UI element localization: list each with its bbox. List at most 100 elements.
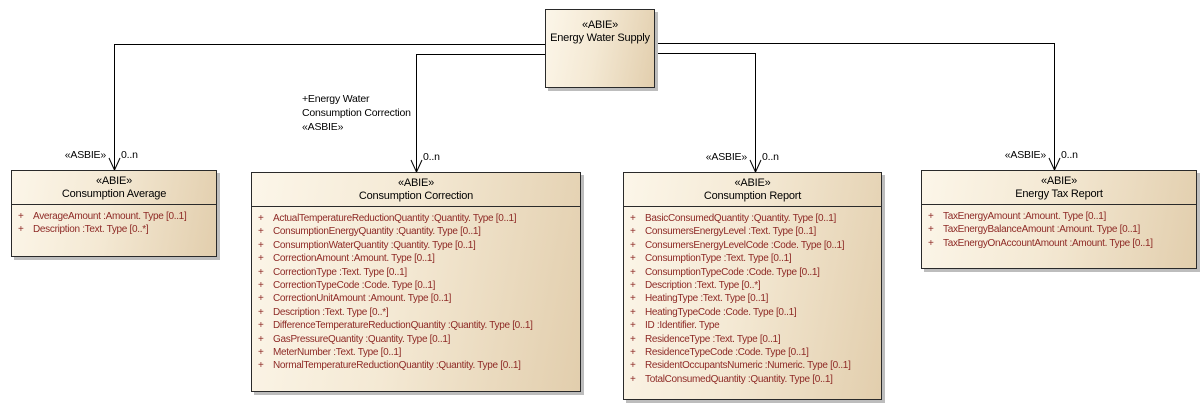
attribute-row: + TaxEnergyBalanceAmount :Amount. Type […	[922, 223, 1196, 236]
visibility-symbol: +	[630, 213, 636, 224]
class-energy-tax-report[interactable]: «ABIE» Energy Tax Report + TaxEnergyAmou…	[921, 170, 1197, 269]
attribute-text: Description :Text. Type [0..*]	[273, 306, 389, 318]
class-attributes: + AverageAmount :Amount. Type [0..1] + D…	[12, 205, 216, 237]
attribute-text: GasPressureQuantity :Quantity. Type [0..…	[273, 333, 451, 345]
class-name: Consumption Report	[703, 190, 802, 202]
attribute-text: HeatingType :Text. Type [0..1]	[645, 293, 769, 305]
attribute-text: NormalTemperatureReductionQuantity :Quan…	[273, 360, 521, 372]
class-consumption-average[interactable]: «ABIE» Consumption Average + AverageAmou…	[11, 170, 217, 257]
class-stereotype: «ABIE»	[397, 177, 435, 189]
attribute-row: + CorrectionAmount :Amount. Type [0..1]	[252, 252, 580, 265]
attribute-row: + BasicConsumedQuantity :Quantity. Type …	[624, 212, 881, 225]
visibility-symbol: +	[258, 333, 264, 345]
attribute-row: + CorrectionTypeCode :Code. Type [0..1]	[252, 279, 580, 292]
attribute-text: AverageAmount :Amount. Type [0..1]	[33, 211, 187, 222]
attribute-text: ActualTemperatureReductionQuantity :Quan…	[273, 213, 517, 224]
attribute-row: + HeatingType :Text. Type [0..1]	[624, 292, 881, 305]
attribute-text: TaxEnergyAmount :Amount. Type [0..1]	[943, 211, 1106, 222]
class-header: «ABIE» Consumption Report	[624, 173, 881, 207]
attribute-row: + ActualTemperatureReductionQuantity :Qu…	[252, 212, 580, 225]
connector-stereotype-label: «ASBIE»	[64, 149, 106, 161]
class-header: «ABIE» Energy Tax Report	[922, 171, 1196, 205]
connector-multiplicity-label: 0..n	[121, 149, 138, 161]
visibility-symbol: +	[630, 320, 636, 332]
attribute-row: + Description :Text. Type [0..*]	[12, 223, 216, 236]
attribute-row: + TaxEnergyOnAccountAmount :Amount. Type…	[922, 237, 1196, 250]
attribute-text: ConsumptionType :Text. Type [0..1]	[645, 253, 792, 265]
attribute-row: + ConsumersEnergyLevel :Text. Type [0..1…	[624, 225, 881, 238]
class-attributes: + ActualTemperatureReductionQuantity :Qu…	[252, 207, 580, 373]
connector-multiplicity-label: 0..n	[423, 151, 440, 163]
class-stereotype: «ABIE»	[95, 175, 133, 187]
attribute-row: + TotalConsumedQuantity :Quantity. Type …	[624, 373, 881, 386]
visibility-symbol: +	[630, 360, 636, 372]
attribute-row: + ID :Identifier. Type	[624, 319, 881, 332]
attribute-text: DifferenceTemperatureReductionQuantity :…	[273, 320, 533, 332]
class-consumption-correction[interactable]: «ABIE» Consumption Correction + ActualTe…	[251, 172, 581, 392]
visibility-symbol: +	[630, 279, 636, 291]
class-stereotype: «ABIE»	[1040, 175, 1078, 187]
visibility-symbol: +	[18, 224, 24, 236]
visibility-symbol: +	[928, 224, 934, 236]
visibility-symbol: +	[928, 211, 934, 222]
attribute-text: BasicConsumedQuantity :Quantity. Type [0…	[645, 213, 836, 224]
visibility-symbol: +	[928, 237, 934, 249]
class-header: «ABIE» Energy Water Supply	[546, 10, 654, 44]
class-consumption-report[interactable]: «ABIE» Consumption Report + BasicConsume…	[623, 172, 882, 400]
connector-stereotype-label: «ASBIE»	[705, 151, 747, 163]
attribute-row: + ResidentOccupantsNumeric :Numeric. Typ…	[624, 359, 881, 372]
attribute-text: ResidenceType :Text. Type [0..1]	[645, 333, 781, 345]
visibility-symbol: +	[630, 373, 636, 385]
attribute-text: ResidentOccupantsNumeric :Numeric. Type …	[645, 360, 851, 372]
attribute-text: ConsumptionEnergyQuantity :Quantity. Typ…	[273, 226, 481, 238]
attribute-text: CorrectionType :Text. Type [0..1]	[273, 266, 407, 278]
attribute-text: CorrectionTypeCode :Code. Type [0..1]	[273, 279, 436, 291]
attribute-text: ConsumersEnergyLevel :Text. Type [0..1]	[645, 226, 816, 238]
attribute-row: + AverageAmount :Amount. Type [0..1]	[12, 210, 216, 223]
connector-name-line: Consumption Correction	[302, 106, 411, 119]
class-stereotype: «ABIE»	[734, 177, 771, 189]
connector-multiplicity-label: 0..n	[762, 151, 779, 163]
class-attributes: + TaxEnergyAmount :Amount. Type [0..1] +…	[922, 205, 1196, 250]
attribute-row: + ResidenceType :Text. Type [0..1]	[624, 333, 881, 346]
attribute-text: CorrectionAmount :Amount. Type [0..1]	[273, 253, 435, 265]
visibility-symbol: +	[630, 239, 636, 251]
attribute-row: + ConsumptionType :Text. Type [0..1]	[624, 252, 881, 265]
connector-name-label: +Energy Water Consumption Correction «AS…	[302, 93, 411, 134]
attribute-row: + DifferenceTemperatureReductionQuantity…	[252, 319, 580, 332]
visibility-symbol: +	[258, 253, 264, 265]
attribute-row: + GasPressureQuantity :Quantity. Type [0…	[252, 333, 580, 346]
visibility-symbol: +	[18, 211, 24, 222]
visibility-symbol: +	[258, 360, 264, 372]
attribute-text: ConsumptionWaterQuantity :Quantity. Type…	[273, 239, 476, 251]
class-name: Energy Tax Report	[1015, 188, 1103, 200]
attribute-text: HeatingTypeCode :Code. Type [0..1]	[645, 306, 797, 318]
connector-multiplicity-label: 0..n	[1061, 149, 1078, 161]
attribute-row: + HeatingTypeCode :Code. Type [0..1]	[624, 306, 881, 319]
attribute-row: + ConsumptionEnergyQuantity :Quantity. T…	[252, 225, 580, 238]
attribute-row: + Description :Text. Type [0..*]	[624, 279, 881, 292]
visibility-symbol: +	[258, 279, 264, 291]
visibility-symbol: +	[258, 226, 264, 238]
visibility-symbol: +	[630, 253, 636, 265]
class-energy-water-supply[interactable]: «ABIE» Energy Water Supply	[545, 9, 655, 88]
attribute-row: + NormalTemperatureReductionQuantity :Qu…	[252, 359, 580, 372]
attribute-row: + ConsumptionTypeCode :Code. Type [0..1]	[624, 266, 881, 279]
attribute-row: + ConsumersEnergyLevelCode :Code. Type […	[624, 239, 881, 252]
attribute-text: CorrectionUnitAmount :Amount. Type [0..1…	[273, 293, 452, 305]
visibility-symbol: +	[630, 226, 636, 238]
attribute-text: ID :Identifier. Type	[645, 320, 720, 332]
visibility-symbol: +	[258, 239, 264, 251]
visibility-symbol: +	[630, 293, 636, 305]
visibility-symbol: +	[630, 306, 636, 318]
class-name: Consumption Average	[61, 188, 167, 200]
class-stereotype: «ABIE»	[581, 19, 619, 31]
attribute-text: Description :Text. Type [0..*]	[33, 224, 149, 236]
attribute-row: + MeterNumber :Text. Type [0..1]	[252, 346, 580, 359]
visibility-symbol: +	[258, 306, 264, 318]
attribute-row: + ResidenceTypeCode :Code. Type [0..1]	[624, 346, 881, 359]
attribute-row: + TaxEnergyAmount :Amount. Type [0..1]	[922, 210, 1196, 223]
attribute-row: + ConsumptionWaterQuantity :Quantity. Ty…	[252, 239, 580, 252]
